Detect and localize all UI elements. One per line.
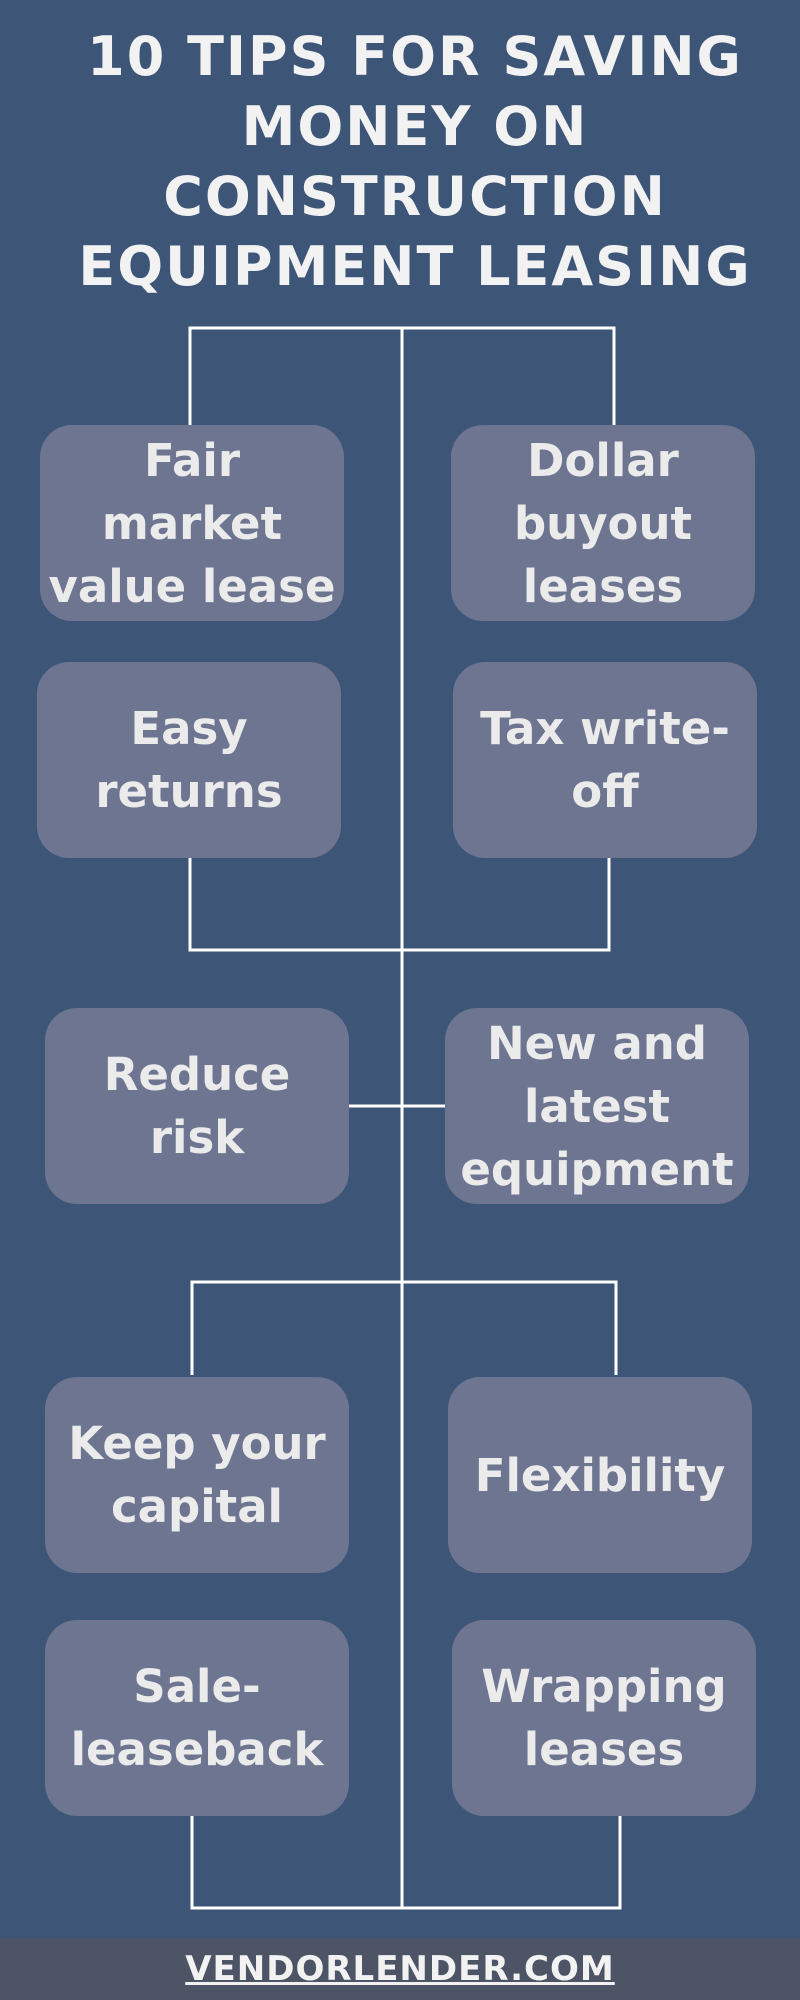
title-line: 10 TIPS FOR SAVING (87, 25, 743, 88)
tip-wrapping-leases: Wrapping leases (452, 1620, 756, 1816)
tip-easy-returns: Easy returns (37, 662, 341, 858)
group3-bracket (190, 1280, 618, 1375)
tip-label-line: leaseback (70, 1723, 324, 1776)
tip-label-line: Keep your (68, 1417, 326, 1470)
infographic-title: 10 TIPS FOR SAVING MONEY ON CONSTRUCTION… (20, 22, 800, 302)
tip-label-line: equipment (460, 1142, 734, 1196)
tip-label-line: Fair market (101, 433, 283, 550)
tip-new-and-latest-equipment: New and latest equipment (445, 1008, 749, 1204)
footer-bar: VENDORLENDER.COM (0, 1938, 800, 2000)
tip-dollar-buyout-leases: Dollar buyout leases (451, 425, 755, 621)
title-line: MONEY ON (241, 95, 589, 158)
tip-label-line: New and (486, 1016, 708, 1070)
title-line: CONSTRUCTION (163, 165, 667, 228)
tip-label-line: Reduce (103, 1048, 291, 1101)
tip-label-line: buyout (513, 496, 693, 550)
tip-label-line: Dollar (527, 433, 679, 487)
tip-sale-leaseback: Sale- leaseback (45, 1620, 349, 1816)
tip-keep-your-capital: Keep your capital (45, 1377, 349, 1573)
tip-label-line: Wrapping (481, 1660, 727, 1713)
title-line: EQUIPMENT LEASING (78, 235, 752, 298)
tip-label-line: returns (95, 765, 283, 818)
tip-label-line: Sale- (133, 1660, 261, 1713)
tip-label-line: off (571, 765, 639, 818)
website-link[interactable]: VENDORLENDER.COM (185, 1949, 615, 1989)
tip-flexibility: Flexibility (448, 1377, 752, 1573)
top-bracket (188, 326, 616, 425)
tip-label-line: leases (523, 1723, 685, 1776)
tip-label-line: leases (522, 559, 684, 613)
tip-tax-write-off: Tax write- off (453, 662, 757, 858)
tip-label-line: risk (149, 1111, 245, 1164)
tip-reduce-risk: Reduce risk (45, 1008, 349, 1204)
tip-label-line: latest (523, 1079, 671, 1133)
tip-label-line: Tax write- (480, 702, 730, 755)
tip-label-line: Flexibility (474, 1448, 726, 1502)
tip-label-line: Easy (130, 702, 248, 755)
tip-label-line: value lease (48, 559, 336, 613)
bottom-bracket (190, 1815, 622, 1910)
group1-bracket (188, 858, 611, 952)
tip-fair-market-value-lease: Fair market value lease (40, 425, 344, 621)
tip-label-line: capital (111, 1480, 283, 1533)
